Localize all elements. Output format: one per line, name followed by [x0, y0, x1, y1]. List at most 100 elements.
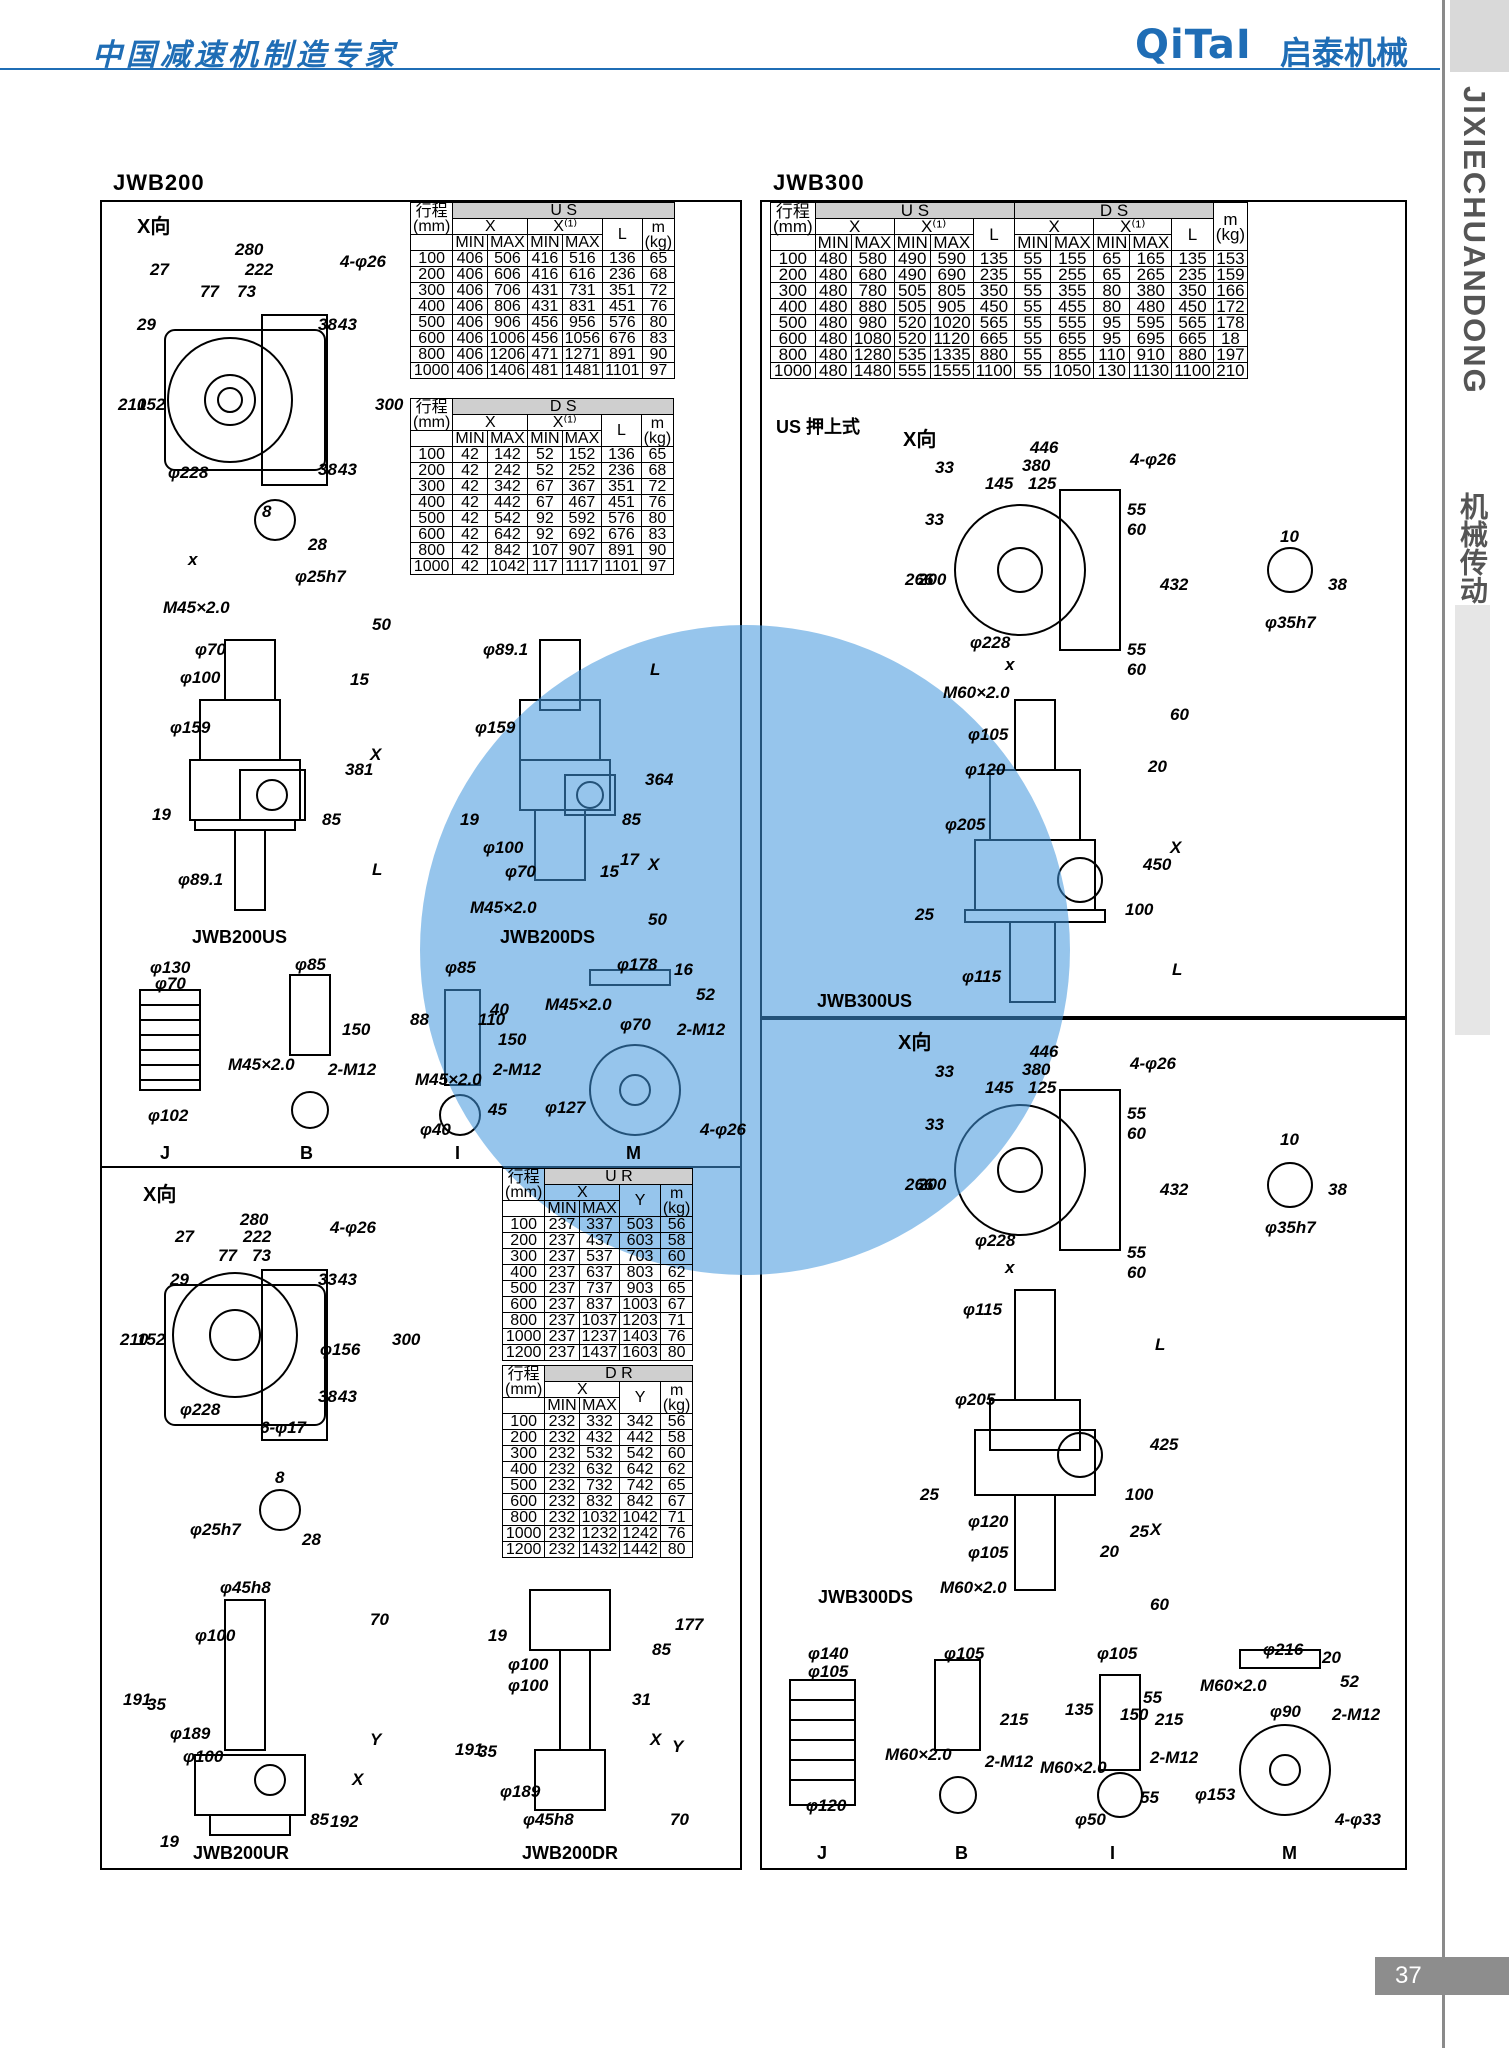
table-cell: 1032 — [578, 1509, 621, 1526]
table-cell: 71 — [659, 1312, 694, 1329]
dimension-label: x — [1005, 655, 1015, 674]
table-cell: 600 — [409, 330, 454, 347]
table-cell: 632 — [578, 1461, 621, 1478]
table-cell: 1437 — [578, 1344, 621, 1361]
jwb200-top-view-flange — [167, 337, 293, 463]
dimension-label: L — [650, 660, 661, 679]
dimension-label: 20 — [1322, 1648, 1341, 1667]
dimension-label: 200 — [918, 1175, 947, 1194]
table-cell: 532 — [578, 1445, 621, 1462]
table-cell: 600 — [409, 526, 454, 543]
dimension-label: 38 — [318, 315, 337, 334]
dimension-label: x — [1005, 1258, 1015, 1277]
jwb200-x-dir-bottom: X向 — [143, 1184, 177, 1206]
dimension-label: φ70 — [620, 1015, 651, 1034]
table-cell: 236 — [601, 462, 642, 479]
table-cell: 350 — [1171, 282, 1214, 299]
dimension-label: φ85 — [295, 955, 326, 974]
dimension-label: x — [188, 550, 198, 569]
table-cell: 100 — [409, 446, 454, 463]
header-divider — [0, 68, 1440, 70]
table-cell: 65 — [659, 1477, 694, 1494]
dimension-label: 6-φ17 — [260, 1418, 306, 1437]
dimension-label: 266 — [905, 570, 934, 589]
table-cell: 255 — [1050, 266, 1095, 283]
table-cell: 1042 — [619, 1509, 661, 1526]
table-cell: 67 — [659, 1493, 694, 1510]
jwb200-bellows-j — [139, 989, 201, 1091]
table-cell: 537 — [578, 1248, 621, 1265]
caption-jwb300ds: JWB300DS — [818, 1587, 914, 1607]
dimension-label: M60×2.0 — [885, 1745, 952, 1764]
dimension-label: 145 — [985, 474, 1014, 493]
table-cell: 300 — [409, 478, 454, 495]
dimension-label: φ50 — [1075, 1810, 1106, 1829]
table-cell: 232 — [544, 1445, 580, 1462]
dimension-label: 450 — [1143, 855, 1172, 874]
dimension-label: φ228 — [168, 463, 209, 482]
dimension-label: 380 — [1022, 456, 1051, 475]
table-row-head: 行程(mm) — [409, 202, 454, 235]
dimension-label: 77 — [218, 1246, 237, 1265]
dimension-label: φ159 — [475, 718, 516, 737]
table-cell: 406 — [452, 266, 488, 283]
table-cell: 800 — [501, 1509, 546, 1526]
dimension-label: φ178 — [617, 955, 658, 974]
sidebar-top-block — [1450, 0, 1509, 72]
table-cell: 153 — [1212, 250, 1249, 267]
table-cell: 72 — [641, 282, 676, 299]
table-cell: 1130 — [1129, 362, 1173, 379]
table-cell: 200 — [501, 1232, 546, 1249]
dimension-label: 280 — [240, 1210, 269, 1229]
table-cell: 1080 — [850, 330, 895, 347]
dimension-label: X — [1170, 838, 1182, 857]
table-cell: 481 — [527, 362, 563, 379]
dimension-label: φ90 — [1270, 1702, 1301, 1721]
table-cell: 1100 — [972, 362, 1016, 379]
dimension-label: 100 — [1125, 1485, 1154, 1504]
table-cell: 237 — [544, 1280, 580, 1297]
dimension-label: X — [650, 1730, 662, 1749]
table-group-header: U S — [452, 202, 676, 219]
table-cell: 576 — [601, 510, 642, 527]
sidebar-gray-bar — [1455, 605, 1490, 1035]
dimension-label: 35 — [147, 1695, 166, 1714]
dimension-label: 52 — [696, 985, 715, 1004]
dimension-label: φ120 — [806, 1796, 847, 1815]
dimension-label: 446 — [1030, 438, 1059, 457]
brand-name-cn: 启泰机械 — [1280, 34, 1409, 72]
table-cell: 300 — [501, 1445, 546, 1462]
table-cell: 1442 — [619, 1541, 661, 1558]
jwb300-title: JWB300 — [773, 170, 865, 195]
table-cell: 117 — [527, 558, 563, 575]
dimension-label: φ25h7 — [190, 1520, 241, 1539]
dimension-label: M60×2.0 — [940, 1578, 1007, 1597]
caption-i-300: I — [1110, 1843, 1116, 1863]
dimension-label: 135 — [1065, 1700, 1094, 1719]
table-cell: 503 — [619, 1216, 661, 1233]
table-cell: 68 — [640, 462, 675, 479]
table-cell: 52 — [527, 462, 563, 479]
table-cell: 780 — [850, 282, 895, 299]
dimension-label: 40 — [490, 1000, 509, 1019]
table-cell: 65 — [641, 250, 676, 267]
dimension-label: 35 — [478, 1742, 497, 1761]
dimension-label: φ102 — [148, 1106, 189, 1125]
dimension-label: 4-φ26 — [1130, 450, 1176, 469]
dimension-label: φ127 — [545, 1098, 586, 1117]
table-cell: 603 — [619, 1232, 661, 1249]
dimension-label: 425 — [1150, 1435, 1179, 1454]
table-cell: 416 — [527, 266, 563, 283]
dimension-label: φ228 — [970, 633, 1011, 652]
dimension-label: φ189 — [500, 1782, 541, 1801]
table-cell: 1117 — [561, 558, 603, 575]
dimension-label: φ189 — [170, 1724, 211, 1743]
dimension-label: φ115 — [963, 1300, 1003, 1319]
dimension-label: 2-M12 — [493, 1060, 542, 1079]
table-cell: 1280 — [850, 346, 895, 363]
